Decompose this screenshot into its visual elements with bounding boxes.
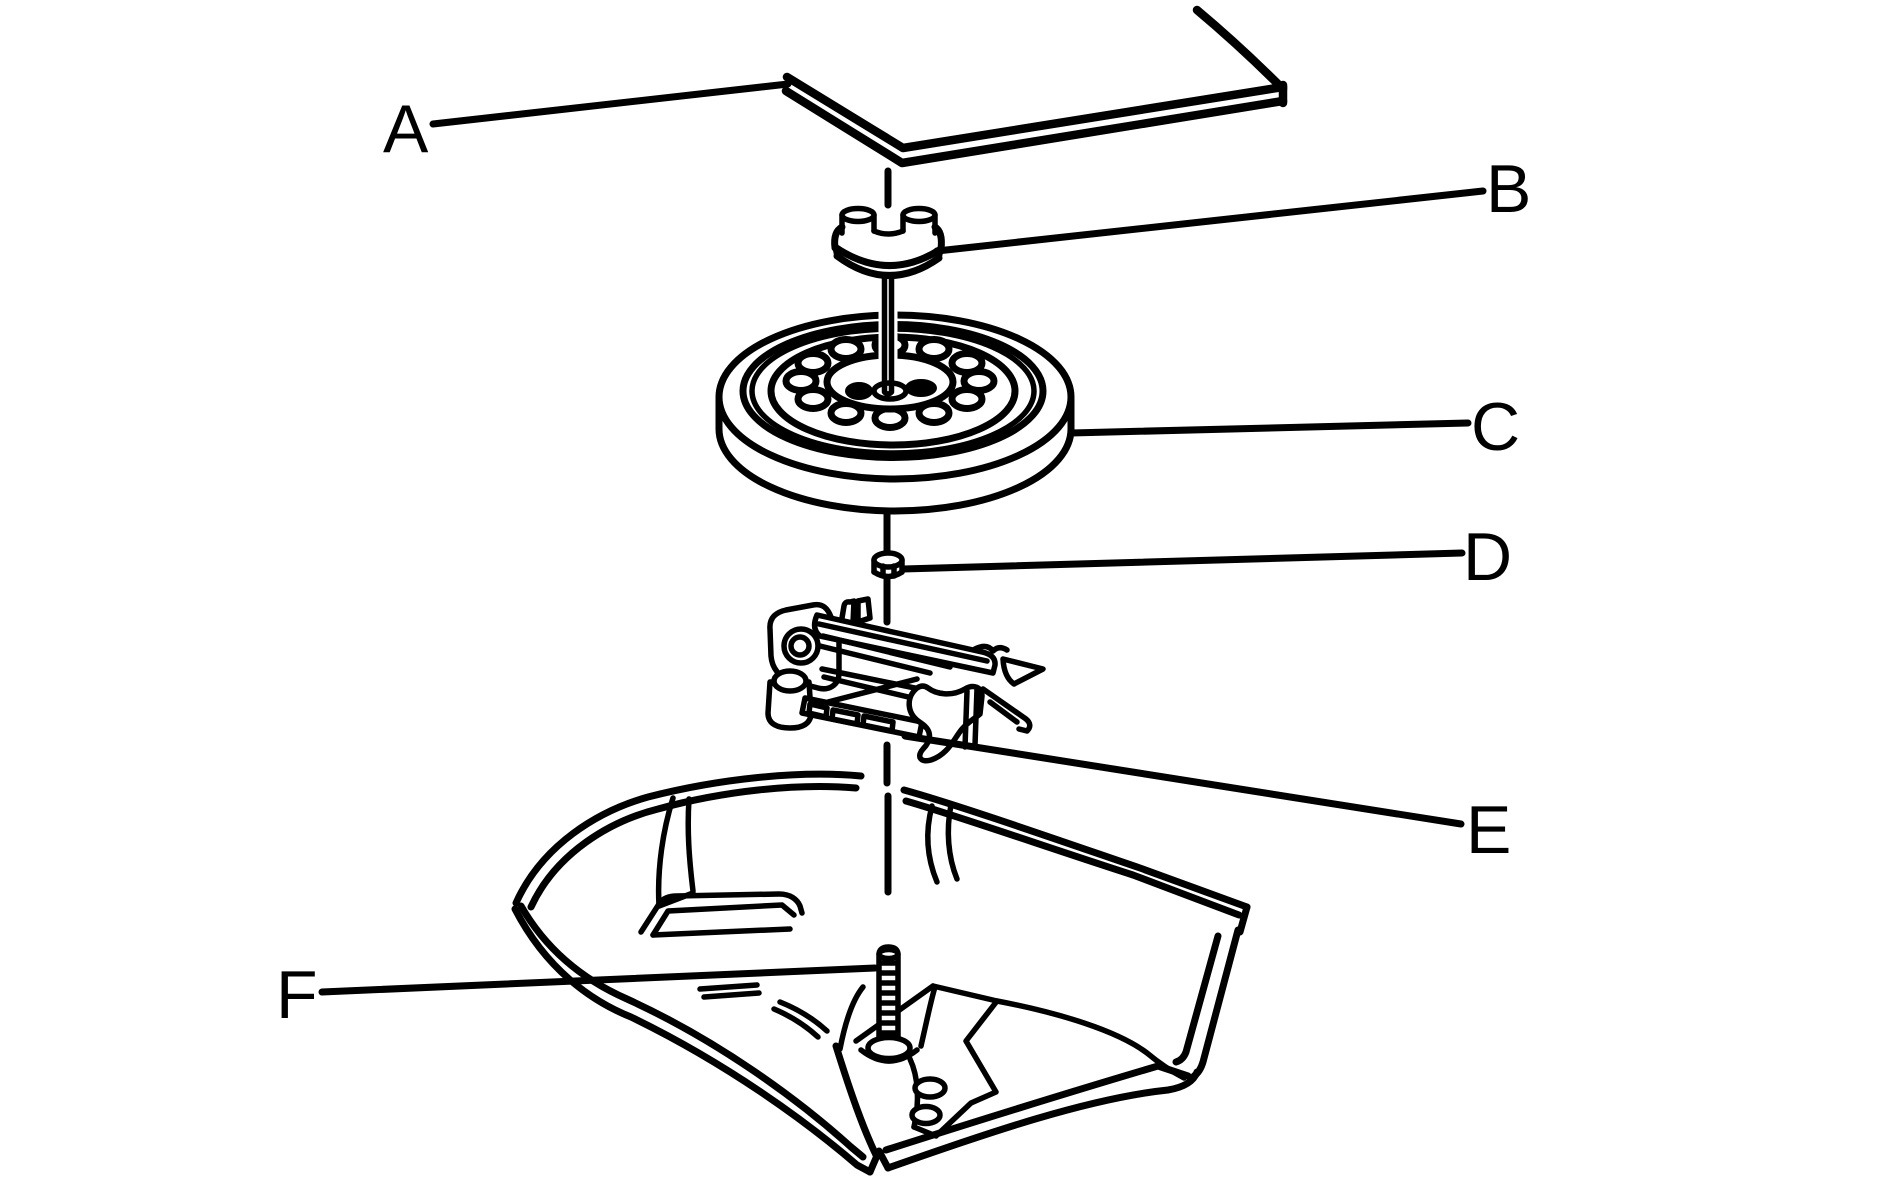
tire-well-tub-art bbox=[511, 770, 1251, 1176]
leader-line-b bbox=[933, 187, 1487, 255]
tub-floor-step-2 bbox=[701, 990, 762, 1000]
tub-bolt-plateau-left bbox=[837, 984, 866, 1052]
retainer-wing-nut-art bbox=[831, 205, 945, 279]
jack-pivot-hole bbox=[788, 634, 812, 658]
tub-front-rim-inner-left bbox=[517, 902, 867, 1161]
jack-roller-top bbox=[771, 668, 809, 694]
tub-back-rim-outer-left bbox=[512, 770, 865, 907]
tub-back-rim-inner-right bbox=[902, 797, 1243, 919]
leader-line-c bbox=[1067, 419, 1472, 437]
bolt-flange-arc bbox=[858, 1047, 920, 1064]
spacer-nut-bottom bbox=[871, 569, 905, 580]
tub-right-flap-line-1 bbox=[925, 803, 940, 885]
wingnut-left-lug-top bbox=[839, 205, 877, 225]
center-axis-line bbox=[877, 167, 898, 896]
tub-left-flap-line-1 bbox=[655, 795, 676, 909]
wingnut-body-arc bbox=[831, 243, 945, 269]
tub-drain-hole-2 bbox=[909, 1103, 943, 1127]
wheel-vent-hole bbox=[948, 350, 986, 376]
leader-lines bbox=[318, 80, 1487, 996]
tub-back-rim-inner-left bbox=[527, 783, 860, 911]
bolt-threads bbox=[876, 960, 901, 1036]
jack-rail-slot-3 bbox=[860, 713, 896, 734]
panel-upper-edge bbox=[782, 72, 1288, 153]
tub-tool-tray-base bbox=[650, 926, 793, 938]
callout-label-f: F bbox=[276, 957, 318, 1033]
tub-left-wall-crease bbox=[832, 1042, 880, 1159]
stem-rod bbox=[881, 273, 895, 397]
jack-hook-wave bbox=[972, 643, 1010, 654]
jack-handle-point bbox=[1000, 656, 1046, 687]
wheel-vent-hole bbox=[948, 386, 986, 412]
tub-tool-tray-inner bbox=[650, 902, 797, 938]
bolt-cap bbox=[876, 946, 901, 962]
tub-left-flap-line-2 bbox=[685, 796, 696, 894]
wingnut-notch bbox=[871, 228, 906, 237]
callout-label-d: D bbox=[1463, 519, 1512, 595]
spare-wheel-art bbox=[715, 273, 1075, 515]
tub-front-rim-outer-right bbox=[884, 1068, 1201, 1172]
tire-sidewall-outline bbox=[715, 395, 1075, 515]
callout-label-e: E bbox=[1466, 792, 1511, 868]
jack-tab-2 bbox=[855, 596, 873, 625]
jack-assembly-art bbox=[765, 596, 1046, 764]
wheel-vent-hole bbox=[827, 336, 865, 362]
leader-line-e bbox=[901, 732, 1465, 828]
hub-lug-hole-right bbox=[905, 379, 937, 397]
jack-rail-line-3 bbox=[817, 643, 933, 676]
spacer-nut-facets bbox=[880, 563, 897, 579]
tub-floor-step-3 bbox=[777, 999, 830, 1034]
callout-label-a: A bbox=[383, 91, 429, 167]
tub-back-rim-outer-right bbox=[900, 786, 1251, 911]
tub-corner-fold bbox=[1236, 903, 1251, 936]
jack-saddle-slot bbox=[962, 686, 980, 750]
tub-drain-hole-1 bbox=[912, 1076, 948, 1100]
wheel-vent-hole bbox=[915, 336, 953, 362]
tub-bottom-notch bbox=[866, 1147, 892, 1176]
tub-floor-step-1 bbox=[697, 982, 760, 992]
leader-line-f bbox=[318, 964, 879, 996]
jack-rail-line-2 bbox=[820, 633, 953, 670]
spacer-nut-top bbox=[871, 550, 905, 570]
hub-lug-hole-left bbox=[845, 382, 873, 400]
tub-corner-seam-left bbox=[1172, 932, 1222, 1066]
tub-front-rim-outer-left bbox=[511, 905, 874, 1176]
anchor-bolt-art bbox=[858, 944, 920, 1064]
wingnut-right-lug-top bbox=[900, 205, 938, 225]
panel-lower-edge bbox=[781, 86, 1288, 168]
wingnut-flange-arc bbox=[833, 252, 943, 279]
callout-labels: A B C D E F bbox=[276, 91, 1531, 1033]
jack-rail-slot-1 bbox=[806, 701, 830, 720]
callout-label-c: C bbox=[1471, 389, 1520, 465]
leader-line-a bbox=[429, 80, 792, 128]
panel-right-edge bbox=[1192, 5, 1288, 94]
jack-tab-1 bbox=[838, 598, 857, 627]
leader-line-d bbox=[899, 549, 1466, 573]
callout-label-b: B bbox=[1486, 151, 1531, 227]
wheel-vent-hole bbox=[794, 350, 832, 376]
tub-front-rim-inner-right bbox=[882, 1062, 1192, 1154]
tub-tool-tray-outer bbox=[638, 891, 805, 935]
jack-rail-line-1 bbox=[816, 621, 990, 664]
jack-rail-slot-2 bbox=[829, 707, 861, 727]
cover-panel-art bbox=[781, 5, 1288, 168]
tub-bolt-plateau-right bbox=[918, 984, 938, 1049]
spacer-nut-art bbox=[871, 550, 905, 580]
jack-strut-inner bbox=[987, 699, 1020, 725]
tub-floor-connector bbox=[1156, 1063, 1191, 1079]
tub-right-flap-line-2 bbox=[945, 802, 960, 882]
jack-strut bbox=[980, 686, 1033, 734]
tub-floor-step-4 bbox=[771, 1006, 821, 1040]
